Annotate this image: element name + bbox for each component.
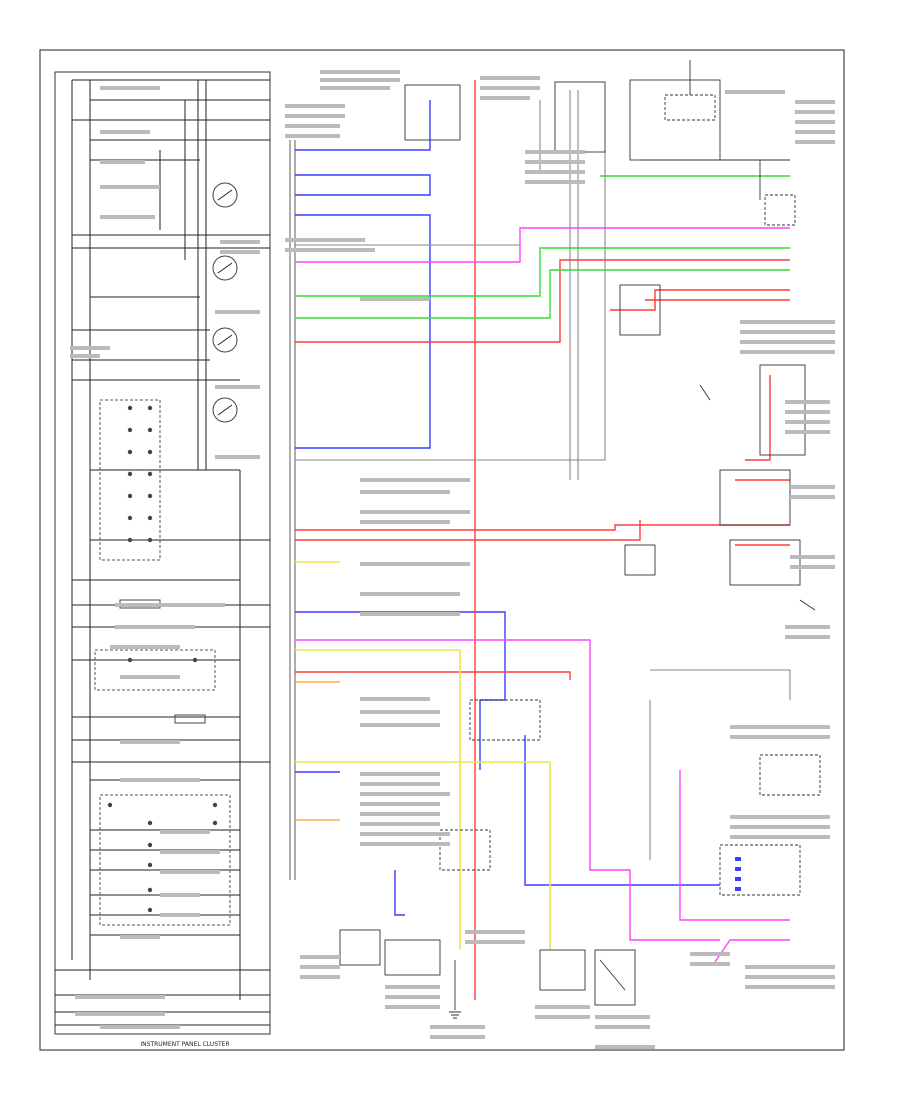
wire-green xyxy=(295,175,790,319)
cluster-title: INSTRUMENT PANEL CLUSTER xyxy=(140,1041,229,1048)
diagram-frame xyxy=(39,49,845,1051)
wire-blue xyxy=(295,100,720,916)
indicator-lamps xyxy=(107,405,218,913)
ground-icon xyxy=(449,1011,461,1019)
cluster-section xyxy=(54,71,271,1035)
top-components xyxy=(404,60,796,226)
text-placeholders xyxy=(70,70,835,1049)
center-connector xyxy=(289,140,296,880)
wire-red xyxy=(295,80,790,1000)
right-connector-dots xyxy=(735,857,741,891)
wire-yellow xyxy=(295,561,551,950)
wire-orange xyxy=(295,681,340,821)
wire-gray xyxy=(295,90,791,860)
bottom-components xyxy=(339,699,636,1010)
